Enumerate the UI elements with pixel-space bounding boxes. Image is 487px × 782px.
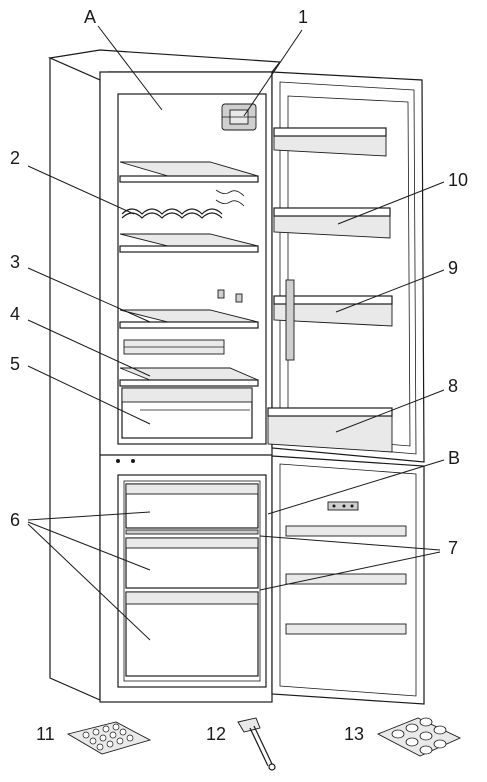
leader-lines bbox=[27, 25, 445, 641]
leader-3 bbox=[27, 267, 151, 323]
glass-shelf bbox=[119, 161, 259, 183]
fridge-contents bbox=[119, 103, 259, 439]
leader-4 bbox=[27, 319, 151, 377]
leader-2 bbox=[27, 165, 135, 215]
freezer-flap-strip bbox=[125, 529, 259, 535]
callout-12: 12 bbox=[206, 724, 226, 744]
freezer-drawer bbox=[125, 537, 259, 589]
callout-7: 7 bbox=[448, 538, 458, 558]
freezer-door bbox=[271, 455, 425, 705]
freezer-door-shelf bbox=[285, 525, 407, 537]
callout-8: 8 bbox=[448, 376, 458, 396]
leader-5 bbox=[27, 365, 151, 425]
callout-9: 9 bbox=[448, 258, 458, 278]
door-bin bbox=[267, 407, 393, 453]
leader-8 bbox=[335, 389, 445, 433]
crisper-drawer bbox=[121, 387, 253, 439]
divider-screw bbox=[116, 459, 120, 463]
egg-tray bbox=[376, 717, 462, 757]
leader-1 bbox=[243, 29, 303, 117]
callout-1: 1 bbox=[298, 7, 308, 27]
leader-7b bbox=[259, 551, 441, 591]
door-bin bbox=[273, 279, 393, 361]
leader-b bbox=[267, 459, 445, 515]
callout-4: 4 bbox=[10, 304, 20, 324]
leader-10 bbox=[337, 181, 445, 225]
door-bin bbox=[273, 127, 387, 157]
callout-6: 6 bbox=[10, 510, 20, 530]
control-panel bbox=[327, 501, 359, 511]
ice-scraper bbox=[237, 717, 276, 771]
callout-13: 13 bbox=[344, 724, 364, 744]
wine-rack bbox=[121, 189, 245, 219]
leader-a bbox=[97, 25, 163, 111]
glass-shelf bbox=[119, 289, 259, 329]
callout-5: 5 bbox=[10, 354, 20, 374]
glass-shelf bbox=[119, 233, 259, 253]
callout-11: 11 bbox=[36, 724, 55, 744]
leader-6b bbox=[27, 521, 151, 571]
callout-a: A bbox=[84, 7, 96, 27]
callout-labels: A 1 2 3 4 5 6 7 8 9 10 B 11 12 13 bbox=[10, 7, 468, 744]
leader-7a bbox=[259, 535, 441, 551]
cabinet-left-side bbox=[49, 57, 101, 701]
leader-9 bbox=[335, 269, 445, 313]
callout-10: 10 bbox=[448, 170, 468, 190]
freezer-door-shelf bbox=[285, 573, 407, 585]
door-bin bbox=[273, 207, 391, 239]
callout-3: 3 bbox=[10, 252, 20, 272]
ice-cube-tray bbox=[66, 721, 152, 755]
fridge-door bbox=[267, 71, 425, 463]
leader-6c bbox=[27, 523, 151, 641]
freezer-drawer bbox=[125, 483, 259, 529]
freezer-door-shelf bbox=[285, 623, 407, 635]
divider-screw bbox=[131, 459, 135, 463]
callout-b: B bbox=[448, 448, 460, 468]
leader-6a bbox=[27, 511, 151, 521]
chiller-compartment bbox=[119, 339, 259, 387]
freezer-drawer bbox=[125, 591, 259, 677]
callout-2: 2 bbox=[10, 148, 20, 168]
fan-light-unit bbox=[221, 103, 257, 131]
freezer-drawers bbox=[125, 483, 259, 677]
